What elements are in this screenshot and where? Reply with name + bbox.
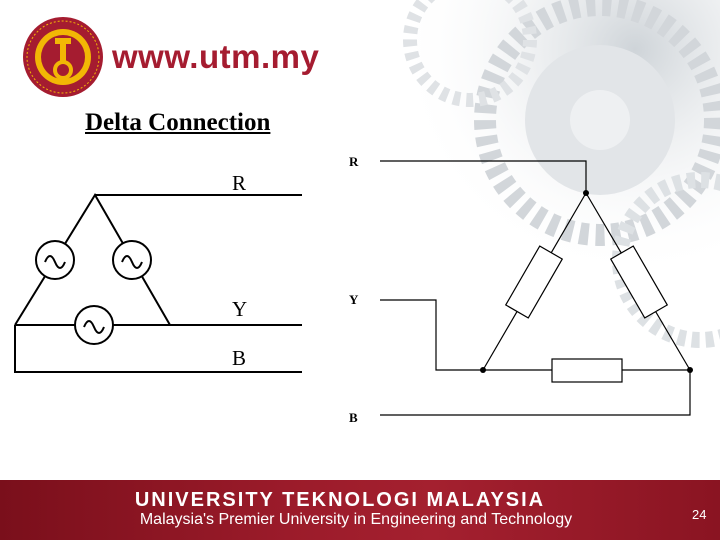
ac-source-left xyxy=(35,240,75,280)
left-delta-sources xyxy=(14,193,302,373)
footer-university-name: UNIVERSITY TEKNOLOGI MALAYSIA xyxy=(134,489,546,511)
ac-source-bottom xyxy=(74,305,114,345)
y-line-right xyxy=(380,299,483,371)
left-label-r: R xyxy=(232,171,246,195)
right-label-r: R xyxy=(349,154,359,169)
footer-tagline: Malaysia's Premier University in Enginee… xyxy=(139,511,573,528)
right-label-y: Y xyxy=(349,292,359,307)
page-number: 24 xyxy=(692,507,707,522)
r-line-right xyxy=(380,160,587,193)
site-url[interactable]: www.utm.my xyxy=(112,38,320,75)
resistors xyxy=(504,245,669,383)
b-line-left xyxy=(14,325,302,373)
right-label-b: B xyxy=(349,410,358,425)
junction-dots xyxy=(480,190,693,373)
footer-bar xyxy=(0,480,720,540)
resistor-left xyxy=(504,245,564,319)
utm-seal-logo xyxy=(23,17,103,97)
slide-title: Delta Connection xyxy=(85,109,271,136)
left-label-b: B xyxy=(232,346,246,370)
resistor-right xyxy=(609,245,669,319)
resistor-bottom xyxy=(551,358,623,383)
ac-source-right xyxy=(112,240,152,280)
delta-connection-diagram: R Y B R Y B xyxy=(14,154,693,425)
left-label-y: Y xyxy=(232,297,247,321)
b-line-right xyxy=(380,370,691,416)
